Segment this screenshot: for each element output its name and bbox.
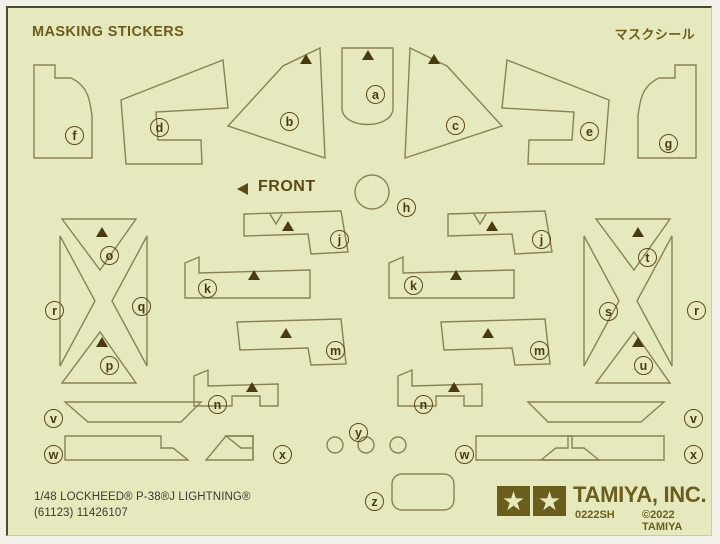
shape-z — [391, 473, 455, 511]
sticker-label-b: b — [280, 112, 299, 131]
star-glyph-right: ★ — [537, 486, 562, 516]
shape-d — [120, 59, 229, 165]
star-icon-right: ★ — [533, 486, 566, 516]
tamiya-logo: ★ ★ TAMIYA, INC. 0222SH ©2022 TAMIYA — [497, 482, 707, 533]
sticker-label-s: s — [599, 302, 618, 321]
sticker-label-v: v — [44, 409, 63, 428]
sticker-label-r: r — [45, 301, 64, 320]
page-title: MASKING STICKERS — [32, 24, 185, 40]
sticker-label-o: o — [100, 246, 119, 265]
sticker-label-w2: w — [455, 445, 474, 464]
sticker-label-n: n — [208, 395, 227, 414]
sticker-label-z: z — [365, 492, 384, 511]
shape-a — [341, 47, 394, 126]
sticker-label-u: u — [634, 356, 653, 375]
sticker-label-d: d — [150, 118, 169, 137]
sticker-label-n2: n — [414, 395, 433, 414]
product-name: 1/48 LOCKHEED® P-38®J LIGHTNING® — [34, 491, 251, 503]
product-code: (61123) 11426107 — [34, 507, 128, 519]
sticker-label-h: h — [397, 198, 416, 217]
sticker-label-k: k — [198, 279, 217, 298]
shape-x2 — [539, 435, 665, 461]
shape-v — [63, 401, 203, 423]
marker-t-triangle-icon — [632, 227, 644, 237]
shape-x — [224, 435, 254, 460]
marker-k2-triangle-icon — [450, 270, 462, 280]
marker-b-triangle-icon — [300, 54, 312, 64]
sticker-label-w: w — [44, 445, 63, 464]
marker-u-triangle-icon — [632, 337, 644, 347]
sticker-label-p: p — [100, 356, 119, 375]
marker-n-triangle-icon — [246, 382, 258, 392]
shape-w — [64, 435, 190, 461]
sticker-label-m2: m — [530, 341, 549, 360]
copyright-notice: ©2022 TAMIYA — [642, 509, 683, 533]
sticker-label-y: y — [349, 423, 368, 442]
shape-s — [583, 235, 620, 367]
shape-t — [594, 218, 672, 272]
shape-n — [193, 368, 279, 407]
sticker-label-a: a — [366, 85, 385, 104]
shape-r2 — [636, 235, 673, 367]
sticker-label-j2: j — [532, 230, 551, 249]
marker-p-triangle-icon — [96, 337, 108, 347]
shape-u — [594, 330, 672, 384]
sticker-label-k2: k — [404, 276, 423, 295]
brand-name: TAMIYA, INC. — [573, 482, 707, 507]
shape-p — [60, 330, 138, 384]
sticker-label-x2: x — [684, 445, 703, 464]
shape-n2 — [397, 368, 483, 407]
shape-k2 — [388, 255, 515, 299]
front-arrow-icon — [237, 183, 248, 195]
front-label: FRONT — [258, 178, 316, 195]
sticker-label-q: q — [132, 297, 151, 316]
shape-w2 — [475, 435, 601, 461]
shape-r — [59, 235, 96, 367]
shape-y-dot3 — [389, 436, 407, 454]
shape-o — [60, 218, 138, 272]
sticker-label-j: j — [330, 230, 349, 249]
marker-m-triangle-icon — [280, 328, 292, 338]
shape-x-strip — [204, 435, 254, 461]
marker-o-triangle-icon — [96, 227, 108, 237]
marker-j2-triangle-icon — [486, 221, 498, 231]
shape-j2 — [447, 210, 553, 255]
marker-j-triangle-icon — [282, 221, 294, 231]
shape-m — [236, 318, 347, 366]
sticker-label-t: t — [638, 248, 657, 267]
shape-k — [184, 255, 311, 299]
marker-c-triangle-icon — [428, 54, 440, 64]
marker-m2-triangle-icon — [482, 328, 494, 338]
sticker-label-c: c — [446, 116, 465, 135]
sticker-shapes — [33, 46, 697, 511]
sticker-label-x: x — [273, 445, 292, 464]
shape-f — [33, 64, 93, 159]
sticker-label-v2: v — [684, 409, 703, 428]
shape-m2 — [440, 318, 551, 366]
page-title-japanese: マスクシール — [614, 28, 695, 43]
marker-n2-triangle-icon — [448, 382, 460, 392]
sticker-label-f: f — [65, 126, 84, 145]
shape-j — [243, 210, 349, 255]
star-icon-left: ★ — [497, 486, 530, 516]
star-glyph-left: ★ — [501, 486, 526, 516]
shape-e — [501, 59, 610, 165]
shape-v2 — [526, 401, 666, 423]
sticker-label-g: g — [659, 134, 678, 153]
sticker-label-m: m — [326, 341, 345, 360]
shape-g — [637, 64, 697, 159]
sticker-label-e: e — [580, 122, 599, 141]
sticker-sheet: MASKING STICKERS マスクシール FRONT 1/48 LOCKH… — [6, 6, 712, 536]
marker-k-triangle-icon — [248, 270, 260, 280]
marker-a-triangle-icon — [362, 50, 374, 60]
shape-h — [354, 174, 390, 210]
shape-y-dot1 — [326, 436, 344, 454]
shape-c — [404, 46, 504, 159]
shape-b — [226, 46, 326, 159]
sticker-label-r2: r — [687, 301, 706, 320]
print-code: 0222SH — [575, 509, 615, 521]
